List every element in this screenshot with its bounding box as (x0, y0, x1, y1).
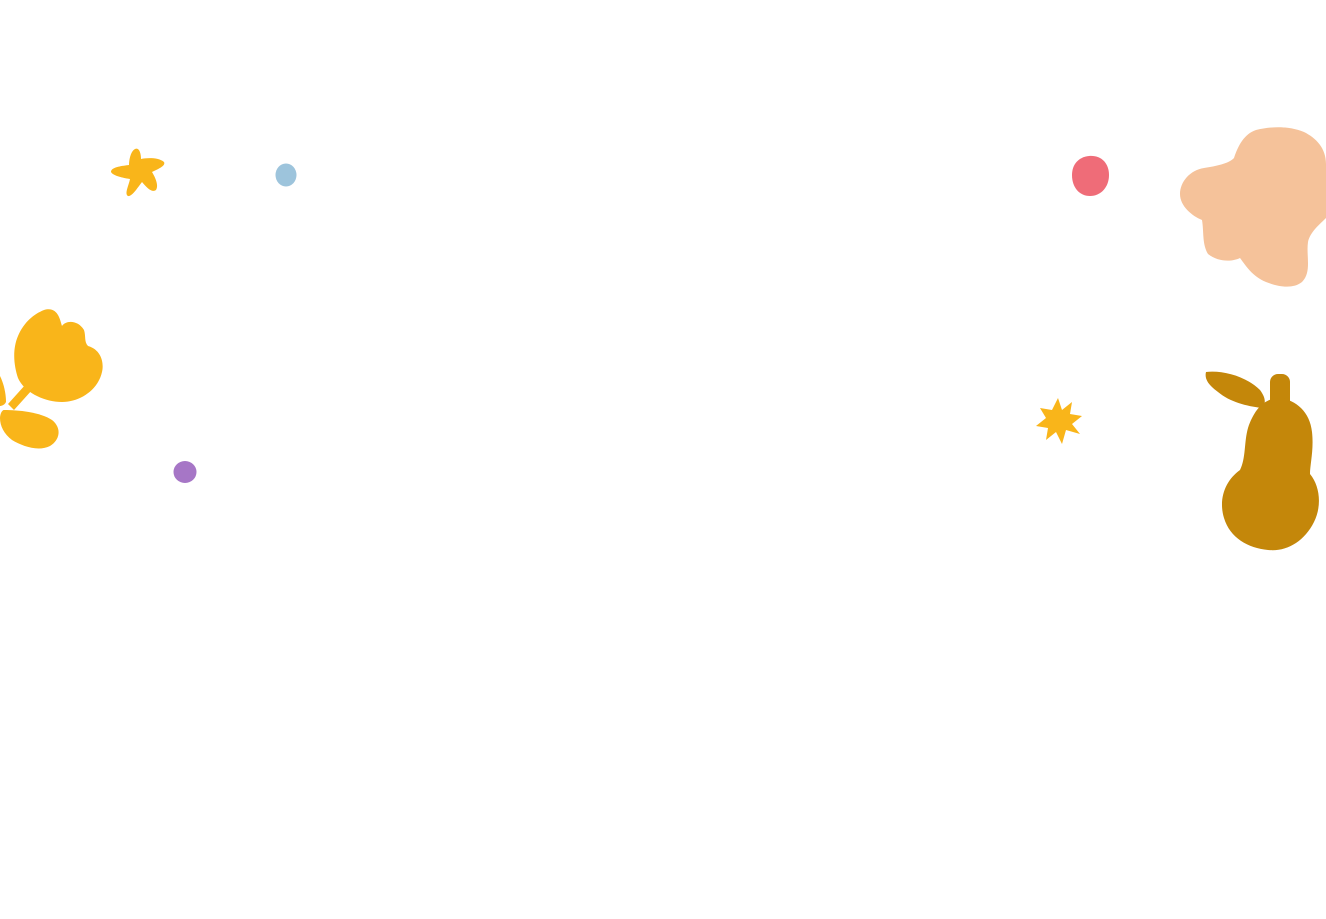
star-icon (111, 148, 165, 197)
dot-icon (275, 163, 297, 187)
dot-icon (173, 461, 197, 483)
tulip-icon (0, 309, 103, 449)
blob-icon (1180, 127, 1326, 287)
pear-icon (1205, 371, 1319, 551)
star-icon (1036, 398, 1082, 444)
dot-icon (1072, 155, 1109, 196)
